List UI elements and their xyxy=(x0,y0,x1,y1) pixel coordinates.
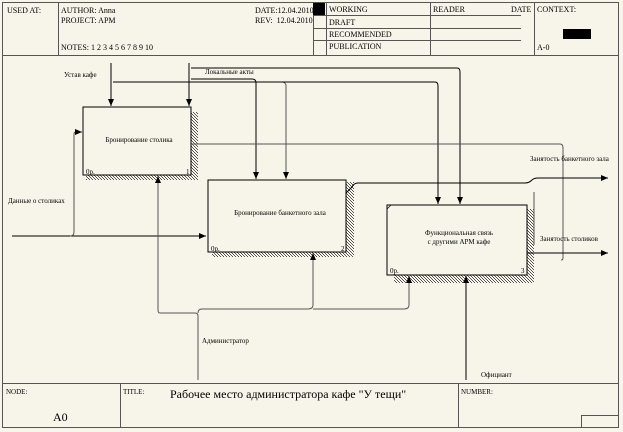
box-1-cost: 0р. xyxy=(86,168,95,176)
label-hall-occupancy: Занятость банкетного зала xyxy=(530,155,610,163)
rev-field: REV: 12.04.2010 xyxy=(255,16,313,26)
footer-block: NODE: A0 TITLE: Рабочее место администра… xyxy=(3,383,618,428)
status-recommended: RECOMMENDED xyxy=(329,30,392,39)
arrow-output-hall[interactable] xyxy=(345,175,608,194)
label-ustav: Устав кафе xyxy=(64,71,97,79)
label-acts: Локальные акты xyxy=(205,68,254,76)
status-publication: PUBLICATION xyxy=(329,42,382,51)
project-value: APM xyxy=(98,16,116,25)
context-thumbnail xyxy=(563,29,591,39)
author-label: AUTHOR: xyxy=(61,6,97,15)
box-1-number: 1 xyxy=(186,168,190,176)
activity-box-2[interactable]: Бронирование банкетного зала 0р. 2 xyxy=(207,179,347,253)
author-value: Anna xyxy=(98,6,116,15)
node-label: NODE: xyxy=(6,388,28,396)
box-3-cost: 0р. xyxy=(390,267,399,275)
label-data: Данные о столиках xyxy=(8,197,65,205)
arrow-output-tables[interactable] xyxy=(527,192,608,256)
arrow-output-box1[interactable] xyxy=(191,143,564,261)
project-label: PROJECT: xyxy=(61,16,97,25)
reader-label: READER xyxy=(433,5,465,14)
number-label: NUMBER: xyxy=(461,388,493,396)
box-3-label-line2: с другими АРМ кафе xyxy=(428,238,491,246)
box-2-label: Бронирование банкетного зала xyxy=(234,209,327,217)
notes-label: NOTES: xyxy=(61,43,89,52)
title-label: TITLE: xyxy=(123,388,145,396)
label-admin: Администратор xyxy=(202,337,249,345)
arrow-control-acts[interactable] xyxy=(186,63,463,204)
box-2-number: 2 xyxy=(341,245,345,253)
diagram-title: Рабочее место администратора кафе "У тещ… xyxy=(170,387,407,401)
arrow-mechanism-admin[interactable] xyxy=(155,176,412,380)
number-box xyxy=(581,415,618,428)
date-field: DATE:12.04.2010 xyxy=(255,6,314,16)
arrow-control-ustav[interactable] xyxy=(108,63,441,204)
context-label: CONTEXT: xyxy=(537,5,577,14)
label-tables-occupancy: Занятость столиков xyxy=(540,235,599,243)
header-block: USED AT: AUTHOR: Anna PROJECT: APM NOTES… xyxy=(3,3,618,56)
author-field: AUTHOR: Anna xyxy=(61,6,115,16)
date-value: 12.04.2010 xyxy=(277,6,314,15)
box-2-cost: 0р. xyxy=(211,245,220,253)
activity-box-1[interactable]: Бронирование столика 0р. 1 xyxy=(82,106,192,176)
project-field: PROJECT: APM xyxy=(61,16,116,26)
rev-value: 12.04.2010 xyxy=(276,16,313,25)
box-1-label: Бронирование столика xyxy=(105,136,173,144)
box-3-number: 3 xyxy=(521,267,525,275)
reader-date-label: DATE xyxy=(511,5,532,14)
activity-box-3[interactable]: Функциональная связь с другими АРМ кафе … xyxy=(386,204,528,276)
used-at-label: USED AT: xyxy=(7,6,42,15)
box-3-label-line1: Функциональная связь xyxy=(425,229,493,237)
notes-field: NOTES: 1 2 3 4 5 6 7 8 9 10 xyxy=(61,43,153,53)
status-working: WORKING xyxy=(329,5,368,14)
node-value: A0 xyxy=(53,410,68,424)
label-waiter: Официант xyxy=(481,371,512,379)
working-status-marker xyxy=(313,3,325,15)
date-label: DATE: xyxy=(255,6,278,15)
context-node: A-0 xyxy=(537,43,550,52)
notes-values: 1 2 3 4 5 6 7 8 9 10 xyxy=(91,43,153,52)
status-draft: DRAFT xyxy=(329,18,356,27)
rev-label: REV: xyxy=(255,16,273,25)
arrow-input-data[interactable] xyxy=(12,129,206,239)
